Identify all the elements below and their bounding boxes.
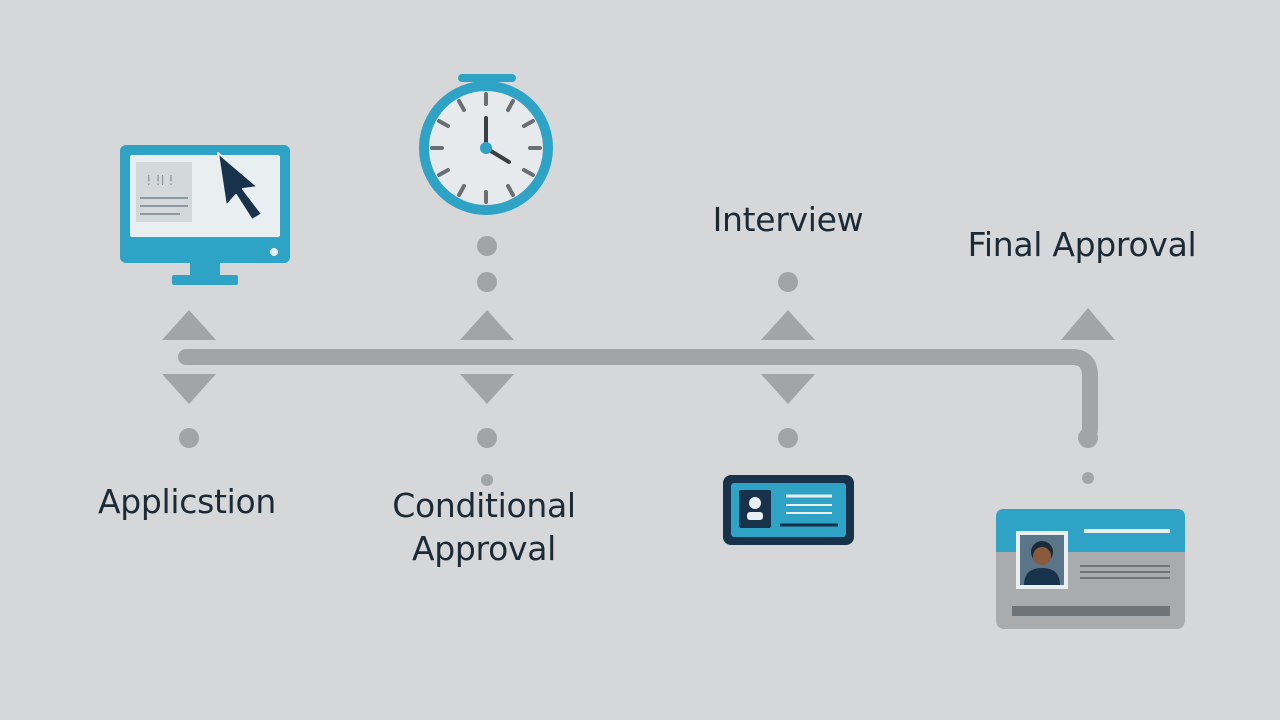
down-triangle-marker xyxy=(761,374,815,404)
step-label-conditional-approval-line1: Conditional xyxy=(392,486,576,525)
id-card-icon xyxy=(723,475,854,545)
connector-dot xyxy=(1082,472,1094,484)
step-label-conditional-approval-line2: Approval xyxy=(411,529,557,568)
step-label-interview: Interview xyxy=(712,200,864,239)
connector-dot xyxy=(179,428,199,448)
connector-dot xyxy=(481,474,493,486)
stopwatch-icon xyxy=(419,74,553,215)
computer-monitor-icon: ! !l ! xyxy=(120,145,290,285)
step-label-application: Applicstion xyxy=(97,482,277,521)
up-triangle-marker xyxy=(761,310,815,340)
connector-dot xyxy=(778,272,798,292)
up-triangle-marker xyxy=(162,310,216,340)
monitor-screen-text: ! !l ! xyxy=(142,174,174,189)
connector-dot xyxy=(1078,428,1098,448)
step-application-markers xyxy=(162,310,216,448)
timeline-line xyxy=(178,349,1098,438)
connector-dot xyxy=(778,428,798,448)
up-triangle-marker xyxy=(1061,308,1115,340)
down-triangle-marker xyxy=(460,374,514,404)
step-conditional-approval-markers xyxy=(460,236,514,486)
step-final-approval-markers xyxy=(1061,308,1115,484)
connector-dot xyxy=(477,272,497,292)
up-triangle-marker xyxy=(460,310,514,340)
connector-dot xyxy=(477,428,497,448)
step-label-final-approval: Final Approval xyxy=(967,225,1197,264)
mouse-cursor-icon xyxy=(217,152,263,221)
step-interview-markers xyxy=(761,272,815,448)
down-triangle-marker xyxy=(162,374,216,404)
photo-id-card-icon xyxy=(996,509,1185,629)
connector-dot xyxy=(477,236,497,256)
